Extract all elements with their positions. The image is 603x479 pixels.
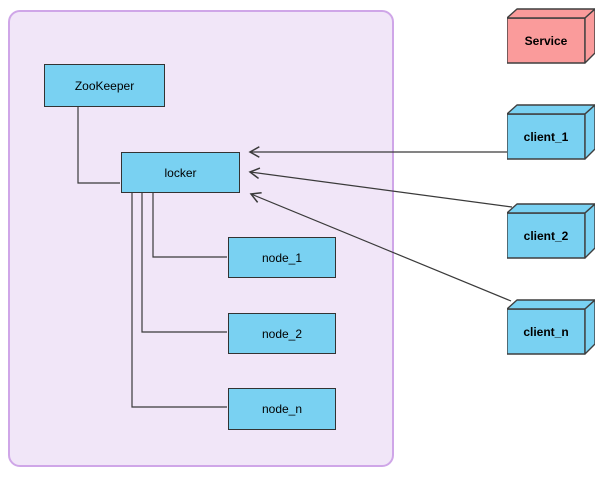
node-node2: node_2 (228, 313, 336, 354)
node-locker: locker (121, 152, 240, 193)
node-node1-label: node_1 (261, 250, 303, 265)
node-zookeeper: ZooKeeper (44, 64, 165, 107)
node-node1: node_1 (228, 237, 336, 278)
node-noden: node_n (228, 388, 336, 430)
node-client2: client_2 (507, 203, 595, 259)
node-noden-label: node_n (261, 402, 303, 416)
cube-side-face (584, 299, 595, 355)
edge-client2-locker-arrow (248, 167, 513, 208)
node-client2-label: client_2 (523, 229, 569, 243)
cube-top-face (507, 104, 595, 115)
cube-top-face (507, 8, 595, 19)
cube-top-face (507, 299, 595, 310)
node-service: Service (507, 8, 595, 64)
cube-side-face (584, 104, 595, 160)
edge-locker-node2 (141, 193, 227, 333)
node-clientn-label: client_n (523, 325, 569, 339)
node-service-label: Service (524, 34, 568, 48)
node-client1: client_1 (507, 104, 595, 160)
node-node2-label: node_2 (261, 326, 303, 341)
edge-locker-node1 (152, 193, 227, 258)
cube-side-face (584, 203, 595, 259)
cube-side-face (584, 8, 595, 64)
node-zookeeper-label: ZooKeeper (74, 78, 135, 93)
node-clientn: client_n (507, 299, 595, 355)
edge-clientn-locker-arrow (249, 191, 512, 302)
edge-zookeeper-locker (77, 107, 120, 184)
cube-top-face (507, 203, 595, 214)
node-locker-label: locker (164, 165, 197, 180)
edge-locker-noden (131, 193, 227, 408)
node-client1-label: client_1 (523, 130, 569, 144)
